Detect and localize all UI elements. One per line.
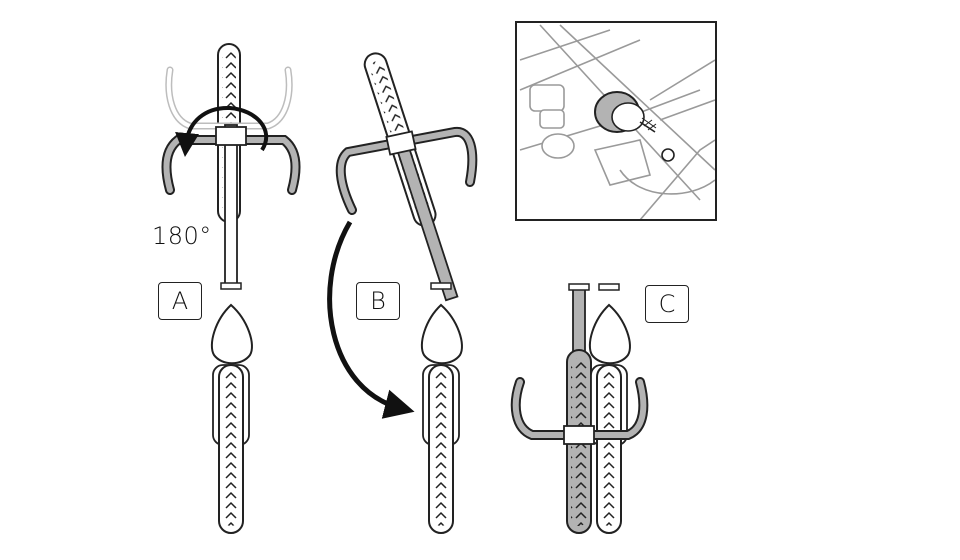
handlebar-b [335,126,478,215]
step-label-b: B [356,282,400,320]
rear-wheel-c [590,364,628,534]
fork-a [220,124,242,290]
curved-arrow-icon [327,220,415,419]
collar-b [430,282,452,290]
detail-inset [515,21,717,221]
collar-c [598,283,620,291]
rotation-label: 180° [152,222,212,250]
rear-wheel-b [422,364,460,534]
front-assembly-b [363,52,459,302]
rear-wheel-a [212,364,250,534]
rotate-arrow-icon [175,105,269,157]
panel-a [161,43,301,534]
handlebar-c [510,377,649,445]
panel-b [327,52,478,534]
step-label-a: A [158,282,202,320]
saddle-a [210,303,253,365]
panel-c [510,283,649,534]
handlebar-a [161,126,301,195]
step-label-c: C [645,285,689,323]
saddle-b [420,303,463,365]
headset-cup [594,91,675,162]
saddle-c [588,303,631,365]
